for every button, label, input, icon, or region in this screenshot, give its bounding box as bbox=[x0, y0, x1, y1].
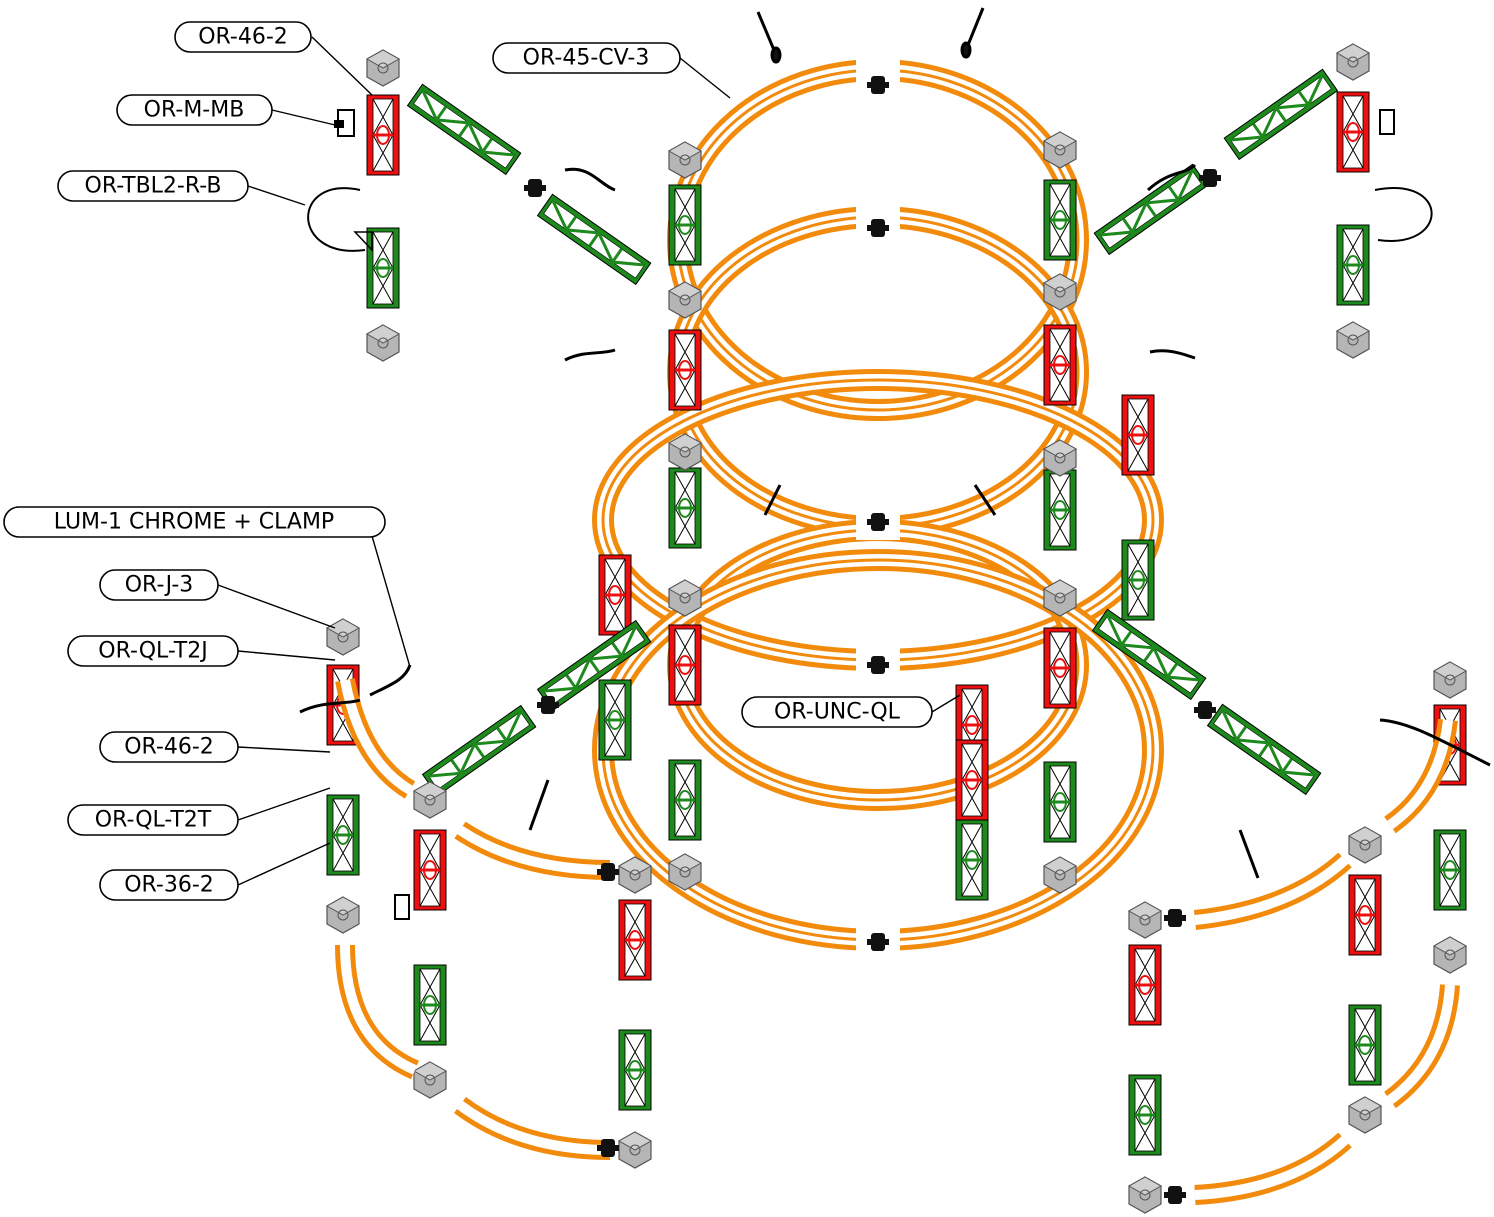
light-fixtures bbox=[299, 7, 1491, 879]
callout-text: OR-46-2 bbox=[198, 25, 288, 50]
callout-or-j-3: OR-J-3 bbox=[99, 569, 219, 601]
callout-text: LUM-1 CHROME + CLAMP bbox=[54, 510, 334, 535]
base-plate-icon bbox=[394, 894, 410, 920]
light-fixture-icon bbox=[763, 484, 782, 516]
base-plate-icon bbox=[1379, 109, 1395, 135]
light-fixture-icon bbox=[369, 664, 412, 697]
base-plate-icon bbox=[334, 109, 355, 137]
callout-or-46-2-bottom: OR-46-2 bbox=[99, 731, 239, 763]
callout-text: OR-J-3 bbox=[125, 573, 194, 598]
callout-or-m-mb: OR-M-MB bbox=[116, 94, 273, 126]
cable-loop-icon bbox=[307, 187, 373, 252]
cable-loop-icon bbox=[1374, 187, 1433, 242]
light-fixture-icon bbox=[1146, 163, 1197, 192]
light-fixture-icon bbox=[1238, 829, 1260, 879]
callout-text: OR-QL-T2T bbox=[95, 808, 212, 833]
upper-left-tower bbox=[307, 49, 401, 362]
callout-text: OR-46-2 bbox=[124, 735, 214, 760]
light-fixture-icon bbox=[756, 11, 782, 64]
light-fixture-icon bbox=[564, 348, 616, 362]
light-fixture-icon bbox=[960, 7, 985, 59]
callout-lum-1: LUM-1 CHROME + CLAMP bbox=[3, 506, 386, 538]
callout-or-ql-t2j: OR-QL-T2J bbox=[67, 635, 239, 667]
diagonal-arm-upper-left bbox=[406, 82, 653, 286]
light-fixture-icon bbox=[1379, 718, 1491, 767]
callout-text: OR-36-2 bbox=[124, 873, 214, 898]
loose-column bbox=[954, 683, 990, 902]
callout-text: OR-UNC-QL bbox=[774, 700, 901, 725]
callout-text: OR-TBL2-R-B bbox=[85, 174, 222, 199]
lower-left-structure bbox=[325, 618, 653, 1169]
central-tower bbox=[592, 55, 1164, 960]
ring-gaps bbox=[856, 55, 900, 960]
light-fixture-icon bbox=[528, 779, 550, 831]
callout-or-ql-t2t: OR-QL-T2T bbox=[67, 804, 239, 836]
callout-or-36-2: OR-36-2 bbox=[99, 869, 239, 901]
callout-or-unc-ql: OR-UNC-QL bbox=[741, 696, 933, 728]
lower-right-structure bbox=[1127, 661, 1468, 1214]
callout-text: OR-M-MB bbox=[144, 98, 245, 123]
light-fixture-icon bbox=[564, 167, 616, 192]
right-column bbox=[1042, 131, 1078, 894]
callout-text: OR-QL-T2J bbox=[98, 639, 207, 664]
leader-lines bbox=[217, 36, 961, 886]
light-fixture-icon bbox=[973, 484, 997, 516]
callout-or-tbl2-r-b: OR-TBL2-R-B bbox=[57, 170, 249, 202]
diagonal-arm-lower-right bbox=[1091, 607, 1323, 796]
callout-or-45-cv-3: OR-45-CV-3 bbox=[492, 42, 681, 74]
diagonal-arm-upper-right bbox=[1092, 67, 1339, 256]
light-fixture-icon bbox=[299, 698, 361, 714]
light-fixture-icon bbox=[1149, 349, 1196, 360]
upper-right-tower bbox=[1335, 43, 1433, 359]
callout-text: OR-45-CV-3 bbox=[523, 46, 650, 71]
left-column bbox=[667, 141, 703, 891]
callout-or-46-2-top: OR-46-2 bbox=[174, 21, 312, 53]
